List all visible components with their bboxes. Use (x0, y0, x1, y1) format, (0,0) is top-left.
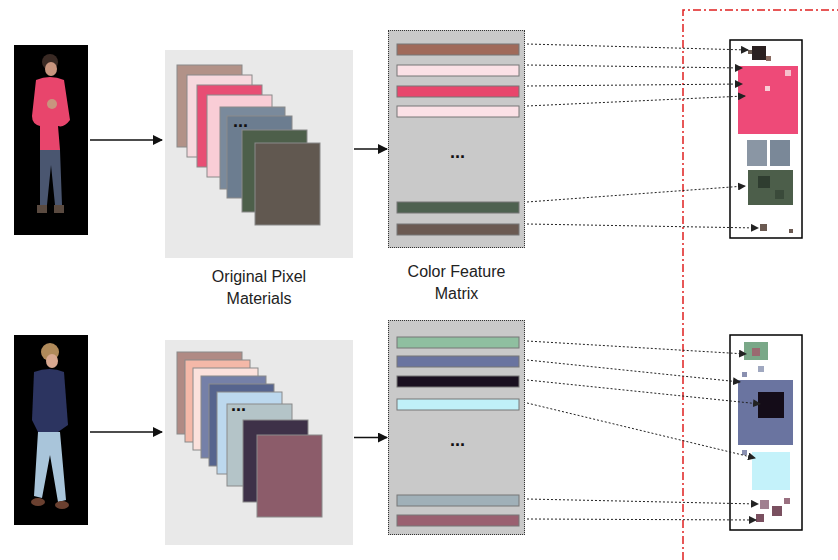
drawing-part (758, 392, 784, 418)
drawing-part (397, 86, 519, 97)
drawing-part (90, 431, 162, 433)
ellipsis-mark: ... (233, 112, 248, 130)
drawing-part (37, 205, 47, 213)
leader-lines (527, 44, 760, 520)
feature-matrix: ... (388, 320, 525, 535)
drawing-part (527, 224, 758, 228)
drawing-part (40, 150, 62, 205)
drawing-part (397, 44, 519, 55)
color-figure-1 (730, 40, 802, 238)
drawing-part (31, 498, 45, 506)
drawing-part (758, 176, 770, 188)
pixel-panel: ...Original Pixel Materials (165, 50, 353, 258)
drawing-part (747, 140, 767, 166)
drawing-part (46, 354, 58, 368)
drawing-part (257, 435, 322, 517)
drawing-part (744, 342, 768, 360)
drawing-part (55, 501, 69, 509)
drawing-part (770, 140, 790, 166)
drawing-part (772, 506, 782, 516)
drawing-part (397, 44, 519, 235)
drawing-part (397, 376, 519, 387)
drawing-part (47, 99, 57, 109)
pixel-cards (165, 340, 353, 545)
drawing-part (397, 515, 519, 526)
drawing-part (397, 356, 519, 367)
drawing-part (758, 366, 764, 372)
drawing-part (177, 65, 320, 225)
ellipsis-mark: ... (231, 396, 246, 414)
drawing-part (90, 139, 162, 141)
pixel-cards (165, 50, 353, 258)
drawing-part (527, 499, 758, 504)
drawing-part (397, 337, 519, 526)
drawing-part (784, 498, 790, 504)
drawing-part (527, 341, 746, 354)
region-border (683, 10, 838, 560)
drawing-part (34, 432, 66, 502)
color-figure-2 (730, 335, 802, 530)
drawing-part (14, 45, 88, 235)
drawing-part (397, 224, 519, 235)
drawing-part (527, 84, 742, 86)
drawing-part (397, 65, 519, 76)
drawing-part (527, 403, 755, 458)
flow-arrow (354, 148, 387, 150)
drawing-part (730, 335, 802, 530)
drawing-part (765, 86, 770, 91)
feature-matrix: ...Color Feature Matrix (388, 30, 525, 248)
drawing-part (789, 229, 793, 233)
input-arrows (90, 140, 162, 432)
feature-bars (389, 321, 526, 536)
drawing-part (760, 500, 769, 509)
ellipsis-mark: ... (450, 431, 465, 449)
drawing-part (766, 56, 771, 61)
drawing-part (738, 380, 793, 445)
feature-bars (389, 31, 526, 249)
drawing-part (14, 335, 88, 525)
drawing-part (527, 519, 756, 520)
drawing-part (760, 224, 767, 231)
drawing-part (748, 50, 752, 54)
drawing-part (775, 190, 784, 199)
flow-arrow (354, 437, 387, 439)
pixel-panel: ... (165, 340, 353, 545)
drawing-part (527, 96, 745, 106)
drawing-part (397, 202, 519, 213)
drawing-part (177, 352, 322, 517)
drawing-part (397, 337, 519, 348)
drawing-part (527, 360, 740, 382)
drawing-part (397, 495, 519, 506)
drawing-part (54, 205, 64, 213)
drawing-part (756, 514, 764, 522)
drawing-part (738, 66, 798, 134)
drawing-part (742, 450, 747, 455)
drawing-part (32, 77, 70, 150)
drawing-part (742, 372, 747, 377)
drawing-part (527, 44, 748, 50)
drawing-part (397, 106, 519, 117)
person-photo-2 (14, 335, 88, 525)
drawing-part (527, 380, 760, 404)
ellipsis-mark: ... (450, 143, 465, 161)
drawing-part (752, 348, 760, 356)
drawing-part (785, 70, 791, 76)
person-photo-1 (14, 45, 88, 235)
stage-caption: Color Feature Matrix (397, 261, 517, 305)
stage-caption: Original Pixel Materials (194, 266, 324, 310)
drawing-part (748, 170, 793, 205)
drawing-part (730, 40, 802, 238)
drawing-part (255, 143, 320, 225)
drawing-part (752, 452, 790, 490)
drawing-part (527, 65, 742, 68)
drawing-part (752, 46, 766, 60)
drawing-part (45, 62, 57, 76)
drawing-part (32, 369, 68, 432)
drawing-part (397, 399, 519, 410)
drawing-part (527, 186, 745, 202)
